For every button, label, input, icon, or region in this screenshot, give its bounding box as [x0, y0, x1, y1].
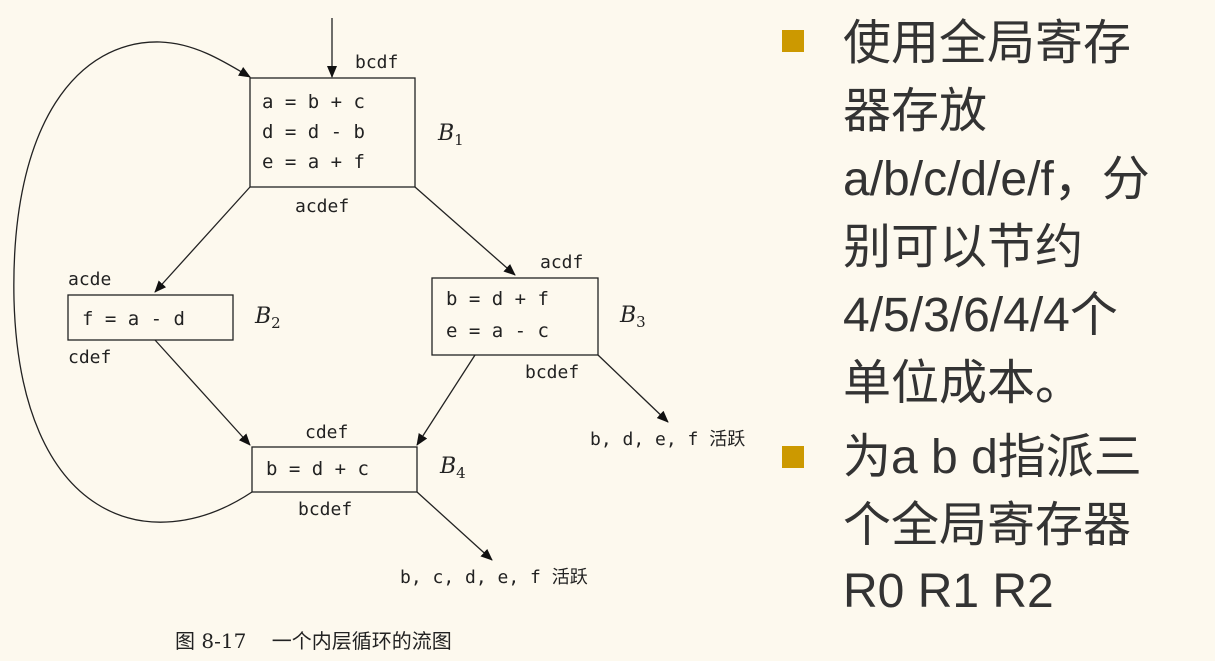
b4-exit-live-label: b, c, d, e, f 活跃	[400, 567, 588, 588]
b4-in-label: cdef	[305, 422, 348, 443]
bullet-text: 单位成本。	[843, 357, 1084, 410]
edge-b3-b4	[416, 354, 476, 446]
b1-in-label: bcdf	[355, 52, 398, 73]
b4-out-label: bcdef	[298, 499, 352, 520]
b1-code: e = a + f	[262, 151, 365, 173]
b1-code: d = d - b	[262, 121, 365, 143]
bullet-text: R0 R1 R2	[843, 565, 1054, 618]
b3-label: B3	[619, 303, 646, 331]
b3-exit-live-label: b, d, e, f 活跃	[590, 429, 745, 450]
bullet-text: 别可以节约	[843, 221, 1084, 274]
edge-b3-exit	[597, 354, 669, 423]
b2-label: B2	[254, 304, 281, 332]
b3-code: b = d + f	[446, 288, 549, 310]
edge-b4-exit	[416, 491, 493, 561]
bullet-text: 为a b d指派三	[843, 431, 1142, 484]
edge-b2-b4	[154, 339, 251, 446]
b3-in-label: acdf	[540, 252, 583, 273]
b3-out-label: bcdef	[525, 362, 579, 383]
b4-label: B4	[439, 454, 466, 482]
flow-graph: bcdf a = b + c d = d - b e = a + f acdef…	[13, 18, 745, 653]
bullet-text: 使用全局寄存	[843, 17, 1132, 70]
b2-in-label: acde	[68, 269, 111, 290]
b1-label: B1	[437, 121, 464, 149]
bullet-text: 4/5/3/6/4/4个	[843, 289, 1118, 342]
b3-code: e = a - c	[446, 320, 549, 342]
edge-b4-b1-backedge	[13, 41, 253, 523]
bullet-text: 器存放	[843, 85, 988, 138]
bullet-marker	[782, 30, 804, 52]
figure-caption: 图 8-17 一个内层循环的流图	[175, 629, 452, 653]
b1-code: a = b + c	[262, 91, 365, 113]
edge-b1-b2	[154, 186, 251, 293]
b1-out-label: acdef	[295, 196, 349, 217]
block-b1	[249, 77, 416, 188]
block-b4	[251, 446, 418, 493]
edge-b1-b3	[414, 186, 516, 276]
block-b3	[431, 277, 599, 356]
bullet-text: a/b/c/d/e/f，分	[843, 153, 1150, 206]
bullet-marker	[782, 446, 804, 468]
block-b2	[67, 294, 234, 341]
b2-code: f = a - d	[82, 308, 185, 330]
b2-out-label: cdef	[68, 347, 111, 368]
bullet-text: 个全局寄存器	[843, 499, 1132, 552]
b4-code: b = d + c	[266, 458, 369, 480]
